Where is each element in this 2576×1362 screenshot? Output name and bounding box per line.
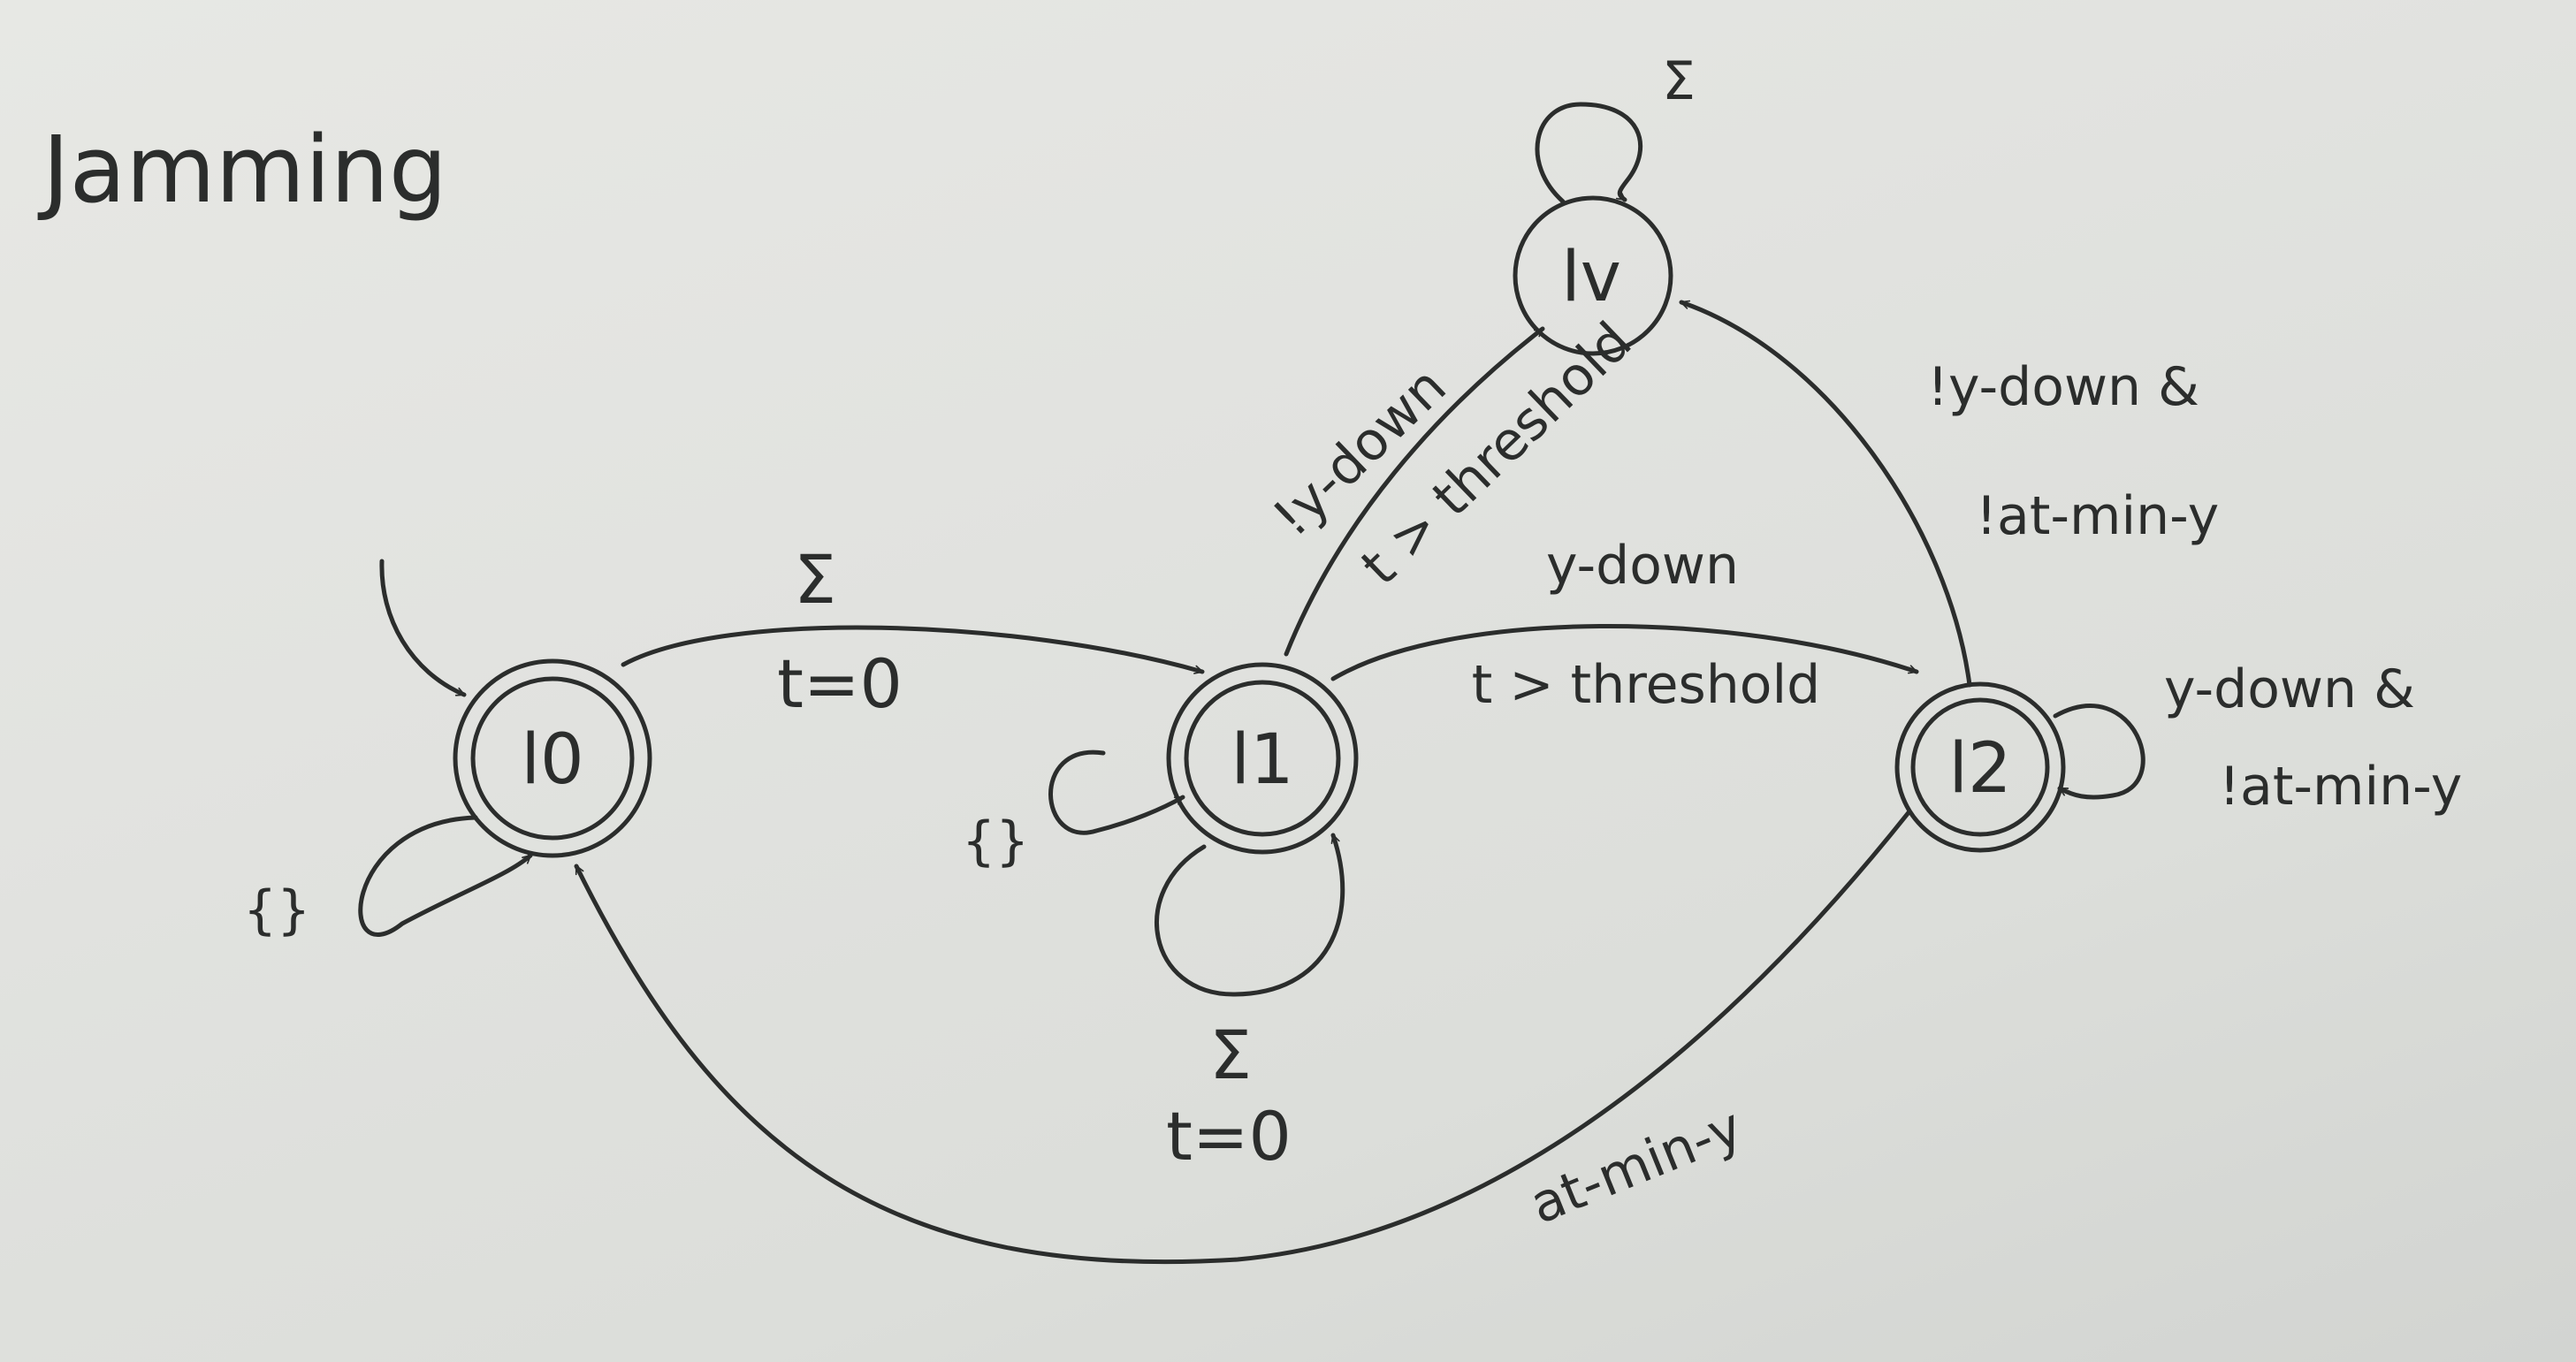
edge-l2-lv-label-line2: !at-min-y (1976, 485, 2219, 547)
edge-l1-l2 (1330, 623, 1919, 681)
l1-self-loop-empty (1048, 749, 1185, 835)
state-l0-label: l0 (521, 720, 583, 800)
state-lv: lv (1513, 195, 1673, 356)
edge-l1-l2-guard: y-down (1546, 535, 1739, 597)
state-l1: l1 (1166, 662, 1359, 855)
diagram-title: Jamming (37, 116, 447, 224)
state-l0: l0 (453, 658, 652, 858)
state-lv-label: lv (1561, 238, 1621, 317)
l2-self-loop-label-line2: !at-min-y (2219, 756, 2462, 818)
l1-self-loop-sigma (1155, 833, 1345, 997)
edge-l2-l0 (574, 809, 1912, 1265)
edge-l0-l1 (621, 625, 1205, 674)
edge-l2-lv (1679, 300, 1972, 688)
lv-self-loop-label: Σ (1662, 50, 1696, 112)
l2-self-loop (2053, 704, 2145, 800)
initial-arrow (379, 559, 467, 697)
l0-self-loop-label: {} (243, 879, 310, 941)
l2-self-loop-label-line1: y-down & (2164, 658, 2415, 720)
edge-l2-l0-guard: at-min-y (1521, 1096, 1750, 1236)
l1-self-loop-empty-label: {} (962, 810, 1029, 872)
l1-self-loop-sigma-update: t=0 (1166, 1097, 1292, 1176)
state-l2-label: l2 (1948, 729, 2011, 809)
edge-l1-lv (1284, 326, 1545, 657)
state-l1-label: l1 (1231, 720, 1293, 800)
edge-l1-l2-condition: t > threshold (1472, 654, 1821, 716)
l0-self-loop (358, 815, 533, 937)
edge-l2-lv-label-line1: !y-down & (1927, 356, 2199, 418)
l1-self-loop-sigma-event: Σ (1209, 1016, 1252, 1094)
edge-l0-l1-event: Σ (794, 540, 836, 619)
edge-l0-l1-update: t=0 (777, 644, 903, 723)
state-l2: l2 (1894, 681, 2066, 853)
lv-self-loop (1535, 102, 1643, 204)
